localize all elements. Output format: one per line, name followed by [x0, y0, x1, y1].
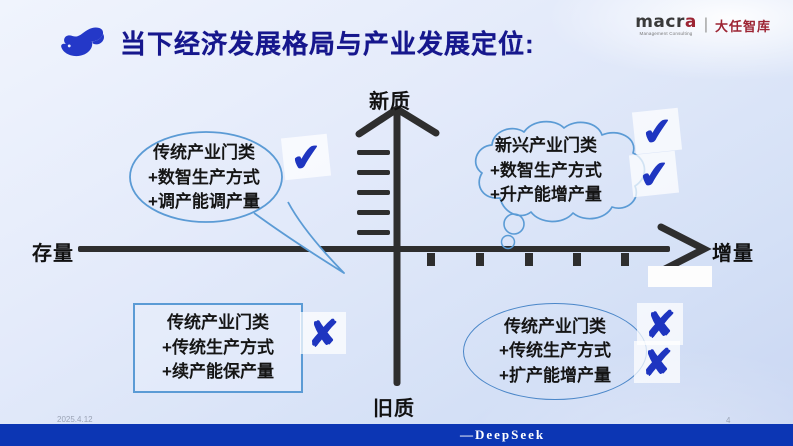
logo-divider: | — [703, 16, 708, 34]
slide-date: 2025.4.12 — [57, 415, 93, 424]
logo-brand-prefix: macr — [635, 12, 685, 32]
checkmark-icon: ✔ — [280, 133, 332, 181]
horizontal-axis-line — [78, 246, 670, 252]
quadrant-line: 传统产业门类 — [167, 313, 269, 333]
macra-logo: macra Management Consulting | 大任智库 — [635, 14, 771, 37]
white-patch — [648, 266, 712, 287]
quadrant-line: 传统产业门类 — [152, 143, 255, 162]
logo-brand-suffix: a — [684, 12, 697, 32]
cross-icon: ✘ — [637, 303, 683, 345]
logo-subtitle: Management Consulting — [639, 31, 693, 36]
quadrant-line: +数智生产方式 — [490, 160, 602, 180]
horizontal-axis-ticks — [427, 253, 629, 266]
axis-label-right: 增量 — [712, 243, 754, 265]
quadrant-line: +传统生产方式 — [499, 341, 611, 361]
quadrant-bottom-left-text: 传统产业门类 +传统生产方式 +续产能保产量 — [162, 311, 274, 385]
right-arrowhead-icon — [657, 223, 712, 275]
quadrant-line: 新兴产业门类 — [494, 136, 597, 155]
quadrant-top-left-text: 传统产业门类 +数智生产方式 +调产能调产量 — [148, 141, 260, 215]
vertical-axis-ticks — [357, 150, 390, 235]
logo-brand: macra — [635, 14, 697, 31]
logo-cn-name: 大任智库 — [714, 18, 771, 34]
logo-wordmark: macra Management Consulting — [635, 14, 697, 37]
vertical-axis-line — [393, 108, 401, 386]
quadrant-line: +调产能调产量 — [148, 192, 260, 212]
quadrant-line: +升产能增产量 — [490, 185, 602, 205]
quadrant-line: +数智生产方式 — [148, 167, 260, 187]
axis-label-left: 存量 — [32, 243, 74, 265]
axis-label-bottom: 旧质 — [373, 398, 415, 420]
quadrant-bottom-right-ellipse: 传统产业门类 +传统生产方式 +扩产能增产量 — [463, 303, 647, 400]
checkmark-icon: ✔ — [631, 107, 683, 155]
quadrant-bottom-left-box: 传统产业门类 +传统生产方式 +续产能保产量 — [133, 303, 303, 393]
quadrant-line: +扩产能增产量 — [499, 365, 611, 385]
quadrant-bottom-right-text: 传统产业门类 +传统生产方式 +扩产能增产量 — [499, 315, 611, 389]
cross-icon: ✘ — [300, 312, 346, 354]
page-number: 4 — [726, 416, 731, 425]
axis-label-top: 新质 — [369, 91, 411, 113]
quadrant-line: +传统生产方式 — [162, 337, 274, 357]
cross-icon: ✘ — [634, 341, 680, 383]
header: 当下经济发展格局与产业发展定位: — [58, 24, 535, 61]
page-title: 当下经济发展格局与产业发展定位: — [120, 29, 535, 59]
quadrant-line: +续产能保产量 — [162, 362, 274, 382]
footer-credit: —DeepSeek — [460, 427, 546, 442]
deepseek-whale-icon — [61, 27, 104, 56]
quadrant-top-right-text: 新兴产业门类 +数智生产方式 +升产能增产量 — [490, 134, 602, 208]
footer-bar: —DeepSeek — [0, 424, 793, 446]
quadrant-line: 传统产业门类 — [504, 316, 606, 336]
checkmark-icon: ✔ — [628, 150, 680, 198]
